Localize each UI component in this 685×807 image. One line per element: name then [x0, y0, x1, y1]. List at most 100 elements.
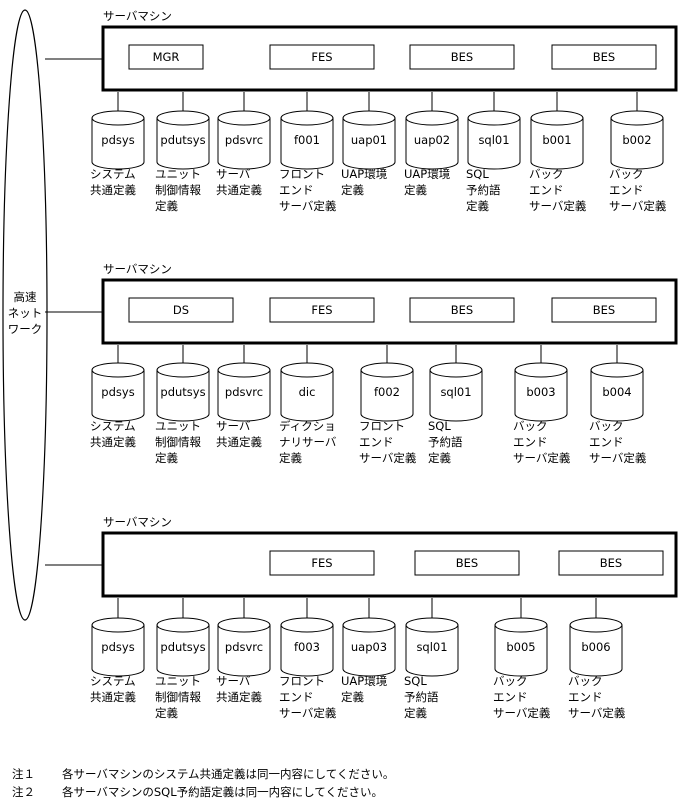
disk-description: ユニット: [155, 167, 201, 181]
disk-description: サーバ定義: [589, 451, 647, 465]
server-machine-box: [101, 278, 678, 345]
disk-description: 定義: [155, 199, 178, 213]
disk-description: ディクショ: [279, 419, 336, 433]
disk-top: [342, 617, 396, 633]
disk-top: [217, 617, 271, 633]
server-process-label: BES: [592, 303, 616, 317]
disk-description: エンド: [493, 690, 528, 704]
disk-description: SQL: [466, 167, 489, 181]
disk-description: サーバ定義: [568, 706, 626, 720]
disk-description: フロント: [279, 674, 325, 688]
disk-body: [514, 370, 568, 422]
disk-body: [91, 118, 145, 170]
disk-top: [429, 362, 483, 378]
disk-name: sql01: [440, 385, 472, 399]
disk-description: ユニット: [155, 674, 201, 688]
disk-top: [217, 362, 271, 378]
server-process-label: FES: [311, 303, 333, 317]
disk-description: バック: [589, 419, 624, 433]
disk-description: 定義: [404, 183, 427, 197]
disk-body: [429, 370, 483, 422]
disk-name: b001: [542, 133, 572, 147]
server-process-box: [269, 44, 375, 70]
disk-description: 制御情報: [155, 690, 201, 704]
disk-description: サーバ定義: [279, 706, 337, 720]
disk-description: 定義: [279, 451, 302, 465]
disk-name: b005: [506, 640, 536, 654]
disk-description: 共通定義: [90, 690, 136, 704]
disk-description: サーバ定義: [529, 199, 587, 213]
disk-top: [342, 110, 396, 126]
disk-top: [156, 110, 210, 126]
disk-top: [405, 110, 459, 126]
disk-name: sql01: [478, 133, 510, 147]
note-text: 各サーバマシンのSQL予約語定義は同一内容にしてください。: [62, 785, 383, 799]
disk-name: b004: [602, 385, 632, 399]
disk-description: フロント: [279, 167, 325, 181]
disk-body: [91, 370, 145, 422]
disk-description: エンド: [279, 183, 314, 197]
server-process-box: [558, 550, 664, 576]
disk-top: [91, 110, 145, 126]
disk-top: [91, 617, 145, 633]
disk-top: [569, 617, 623, 633]
disk-body: [360, 370, 414, 422]
server-process-box: [128, 297, 234, 323]
disk-description: UAP環境: [341, 167, 388, 181]
note-label: 注１: [12, 767, 35, 781]
disk-description: 制御情報: [155, 435, 201, 449]
disk-description: システム: [90, 674, 136, 688]
disk-description: サーバ: [216, 674, 251, 688]
disk-description: 共通定義: [216, 435, 262, 449]
disk-description: サーバ定義: [513, 451, 571, 465]
disk-description: 予約語: [404, 690, 439, 704]
server-process-box: [269, 550, 375, 576]
server-process-label: BES: [592, 50, 616, 64]
disk-description: 定義: [155, 451, 178, 465]
disk-name: b002: [622, 133, 652, 147]
server-process-box: [414, 550, 520, 576]
disk-name: f003: [294, 640, 320, 654]
network-label-line: ワーク: [7, 322, 43, 336]
disk-description: SQL: [404, 674, 427, 688]
disk-body: [494, 625, 548, 677]
disk-description: バック: [568, 674, 603, 688]
note-label: 注２: [12, 785, 35, 799]
note-text: 各サーバマシンのシステム共通定義は同一内容にしてください。: [62, 767, 395, 781]
server-machine-title: サーバマシン: [103, 515, 172, 529]
disk-description: 定義: [404, 706, 427, 720]
disk-top: [280, 617, 334, 633]
network-label-line: 高速: [13, 290, 37, 304]
server-machine-title: サーバマシン: [103, 9, 172, 23]
disk-description: 定義: [341, 690, 364, 704]
disk-description: サーバ: [216, 419, 251, 433]
disk-body: [156, 118, 210, 170]
disk-body: [590, 370, 644, 422]
disk-description: サーバ定義: [493, 706, 551, 720]
disk-description: サーバ: [216, 167, 251, 181]
disk-description: 共通定義: [216, 690, 262, 704]
disk-name: dic: [298, 385, 316, 399]
disk-description: 予約語: [428, 435, 463, 449]
disk-description: 定義: [428, 451, 451, 465]
disk-body: [280, 118, 334, 170]
disk-name: b003: [526, 385, 556, 399]
disk-description: サーバ定義: [609, 199, 667, 213]
disk-description: 定義: [466, 199, 489, 213]
disk-top: [360, 362, 414, 378]
disk-top: [494, 617, 548, 633]
disk-body: [217, 625, 271, 677]
server-process-box: [409, 297, 515, 323]
disk-description: バック: [493, 674, 528, 688]
disk-description: フロント: [359, 419, 405, 433]
server-process-label: BES: [455, 556, 479, 570]
network-ellipse: [2, 9, 48, 621]
disk-top: [156, 617, 210, 633]
server-process-box: [409, 44, 515, 70]
disk-description: システム: [90, 419, 136, 433]
disk-name: uap01: [350, 133, 388, 147]
disk-top: [467, 110, 521, 126]
disk-top: [156, 362, 210, 378]
disk-description: バック: [529, 167, 564, 181]
